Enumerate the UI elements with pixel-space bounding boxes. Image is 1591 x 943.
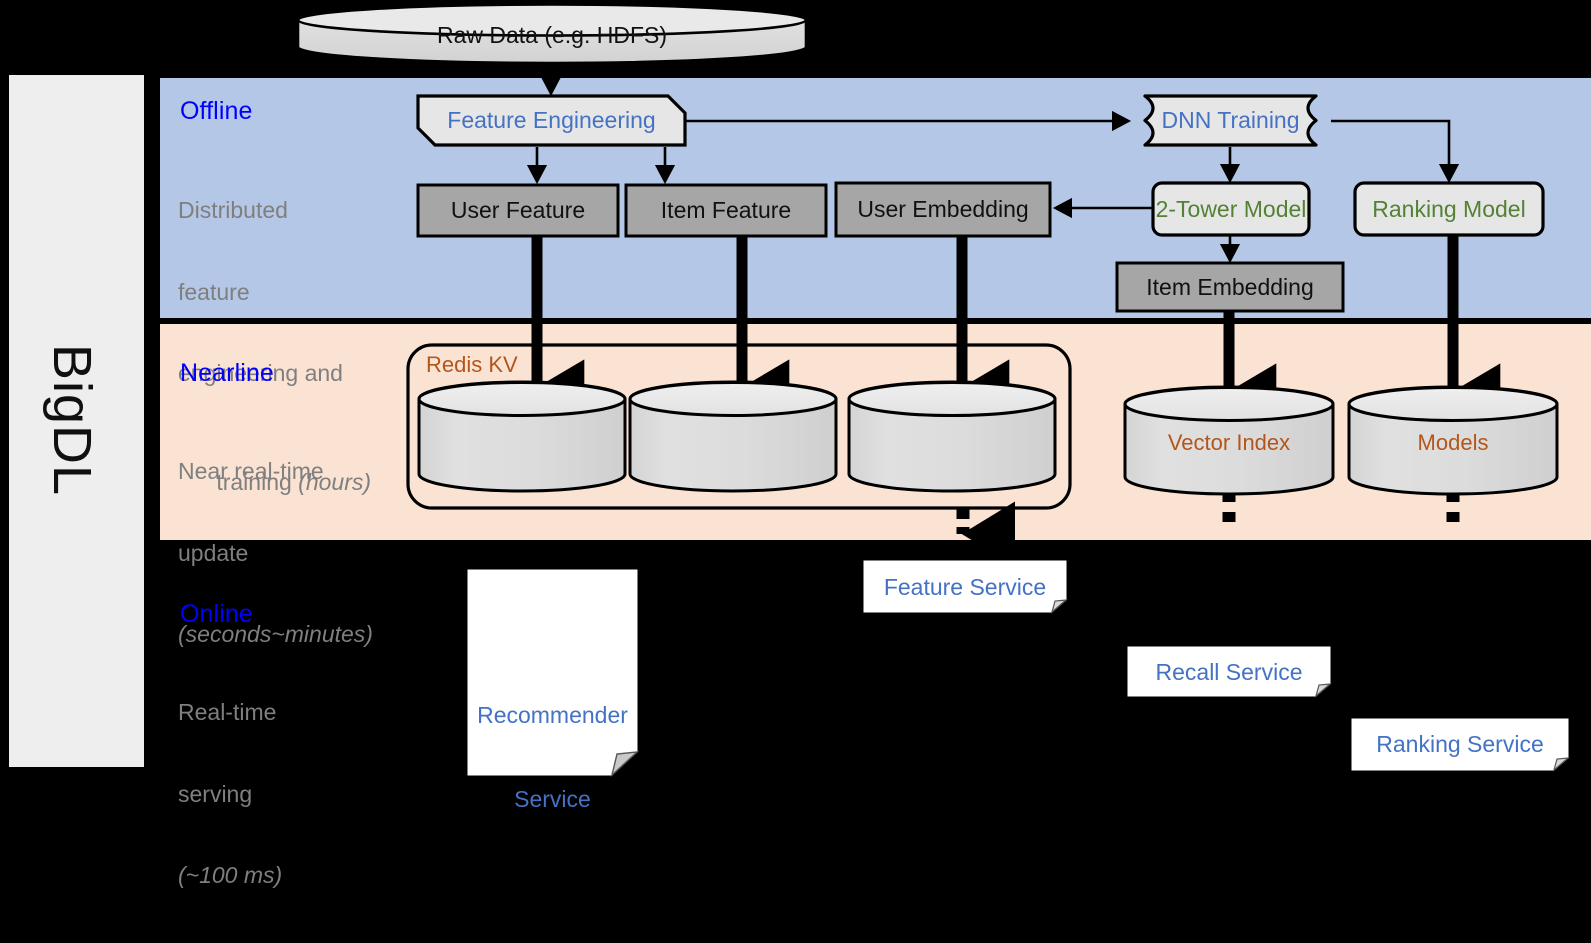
node-ranking-model[interactable] <box>1353 181 1545 237</box>
node-recall-service[interactable] <box>1127 646 1332 698</box>
node-recommender-service-line-2: Service <box>514 786 591 813</box>
node-two-tower-model[interactable] <box>1151 181 1311 237</box>
node-feature-engineering[interactable] <box>416 94 687 147</box>
node-vector-index[interactable] <box>1123 385 1335 496</box>
node-raw-data[interactable] <box>296 2 808 65</box>
diagram-vector-layer <box>7 2 1591 778</box>
bigdl-panel <box>7 73 146 769</box>
node-user-embedding[interactable] <box>834 181 1052 238</box>
node-kv-store-1[interactable] <box>417 380 627 493</box>
band-online-latency: (~100 ms) <box>178 862 283 888</box>
node-item-feature[interactable] <box>624 183 828 238</box>
node-dnn-training[interactable] <box>1143 94 1318 147</box>
node-kv-store-3[interactable] <box>847 380 1057 493</box>
node-redis-kv-container[interactable] <box>406 343 1072 510</box>
node-item-embedding[interactable] <box>1115 261 1345 313</box>
node-kv-store-2[interactable] <box>628 380 838 493</box>
node-feature-service[interactable] <box>863 560 1068 614</box>
node-models[interactable] <box>1347 385 1559 496</box>
diagram-canvas: BigDL Offline Distributed feature engine… <box>7 2 1591 888</box>
edge-dnn-to-rankingmodel <box>1331 119 1460 184</box>
node-ranking-service[interactable] <box>1351 718 1570 772</box>
node-user-feature[interactable] <box>416 183 620 238</box>
node-recommender-service[interactable] <box>467 569 640 778</box>
